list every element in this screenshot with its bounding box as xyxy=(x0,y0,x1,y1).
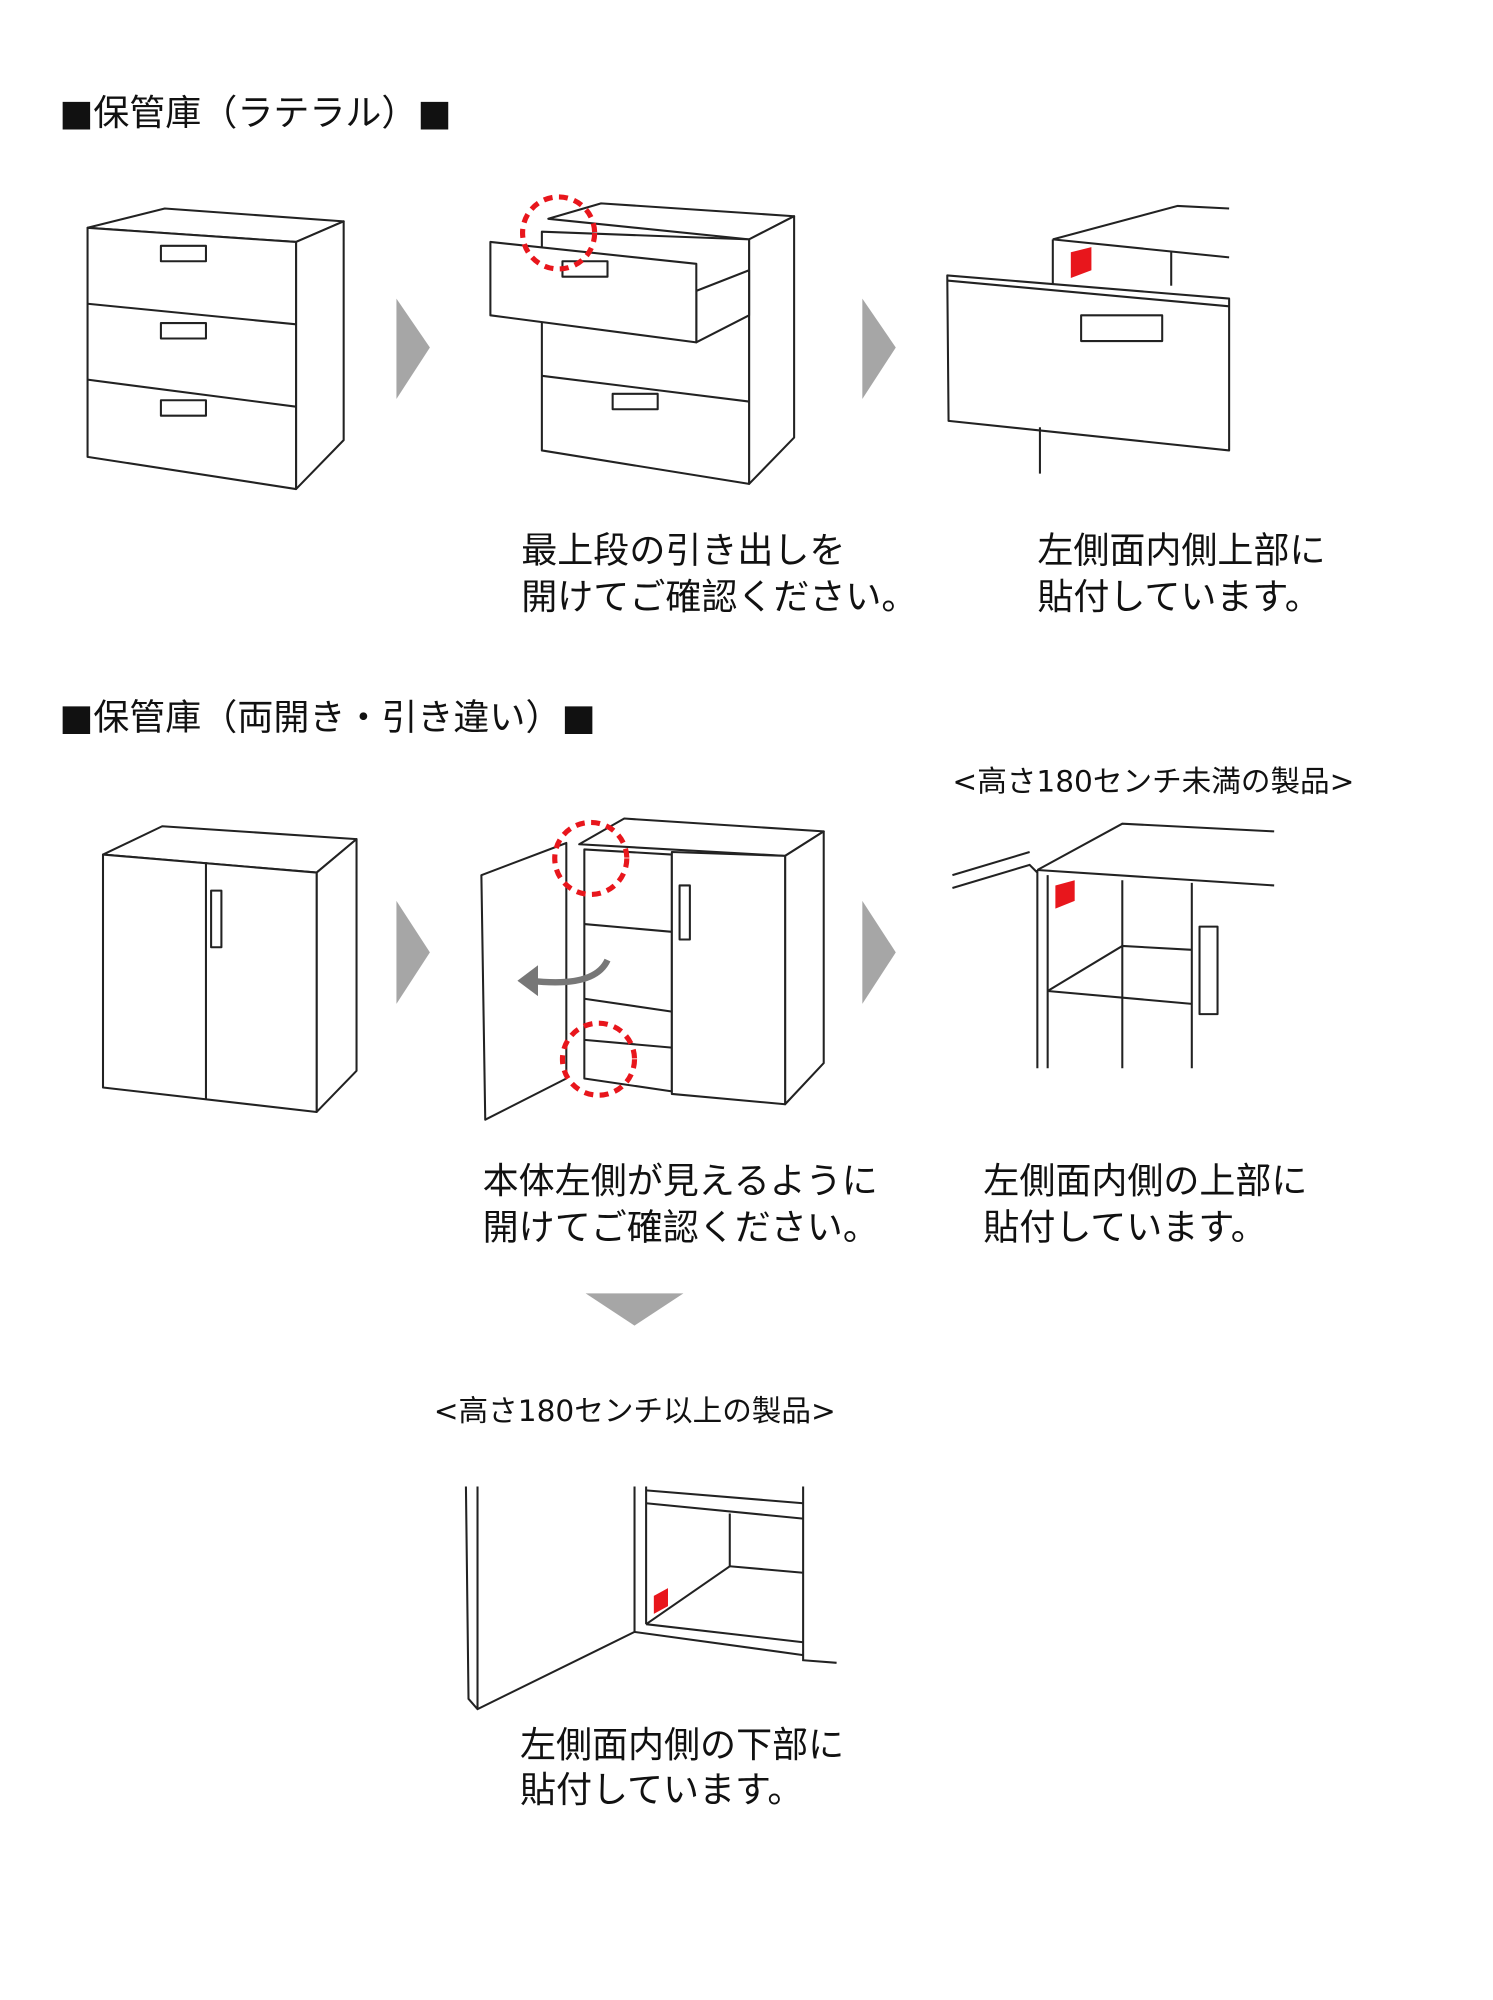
lateral-cabinet-closed xyxy=(86,207,345,491)
step-caption: 貼付しています。 xyxy=(983,1207,1266,1248)
step-caption: 左側面内側の下部に xyxy=(520,1725,844,1766)
lateral-cabinet-drawer-open xyxy=(489,194,796,485)
step-caption: 貼付しています。 xyxy=(520,1770,803,1811)
step-caption: 貼付しています。 xyxy=(1037,577,1320,618)
next-arrow-icon xyxy=(396,298,430,399)
open-door-arrow-icon xyxy=(517,965,539,997)
down-arrow-icon xyxy=(585,1293,684,1326)
step-caption: 左側面内側の上部に xyxy=(983,1161,1307,1202)
check-location-circle xyxy=(559,1020,638,1098)
door-closeup-lower xyxy=(464,1486,837,1711)
check-location-circle xyxy=(552,819,630,898)
check-location-circle xyxy=(519,194,598,272)
next-arrow-icon xyxy=(862,298,896,399)
step-caption: 左側面内側上部に xyxy=(1037,530,1325,571)
step-caption: 開けてご確認ください。 xyxy=(483,1207,879,1248)
step-caption: 本体左側が見えるように xyxy=(483,1161,878,1202)
next-arrow-icon xyxy=(396,900,430,1004)
door-cabinet-open xyxy=(480,817,825,1121)
next-arrow-icon xyxy=(862,900,896,1004)
door-cabinet-closed xyxy=(101,825,358,1113)
lateral-closeup xyxy=(946,204,1231,474)
section-title-door: ■保管庫（両開き・引き違い）■ xyxy=(59,698,595,739)
step-caption: 最上段の引き出しを xyxy=(521,530,845,571)
label-marker xyxy=(653,1588,668,1614)
size-label-under-180: <高さ180センチ未満の製品> xyxy=(952,765,1354,799)
label-marker xyxy=(1055,880,1075,909)
section-title-lateral: ■保管庫（ラテラル）■ xyxy=(59,93,451,134)
step-caption: 開けてご確認ください。 xyxy=(521,577,917,618)
size-label-over-180: <高さ180センチ以上の製品> xyxy=(434,1394,836,1428)
door-closeup-upper xyxy=(952,822,1275,1069)
label-marker xyxy=(1070,247,1092,278)
